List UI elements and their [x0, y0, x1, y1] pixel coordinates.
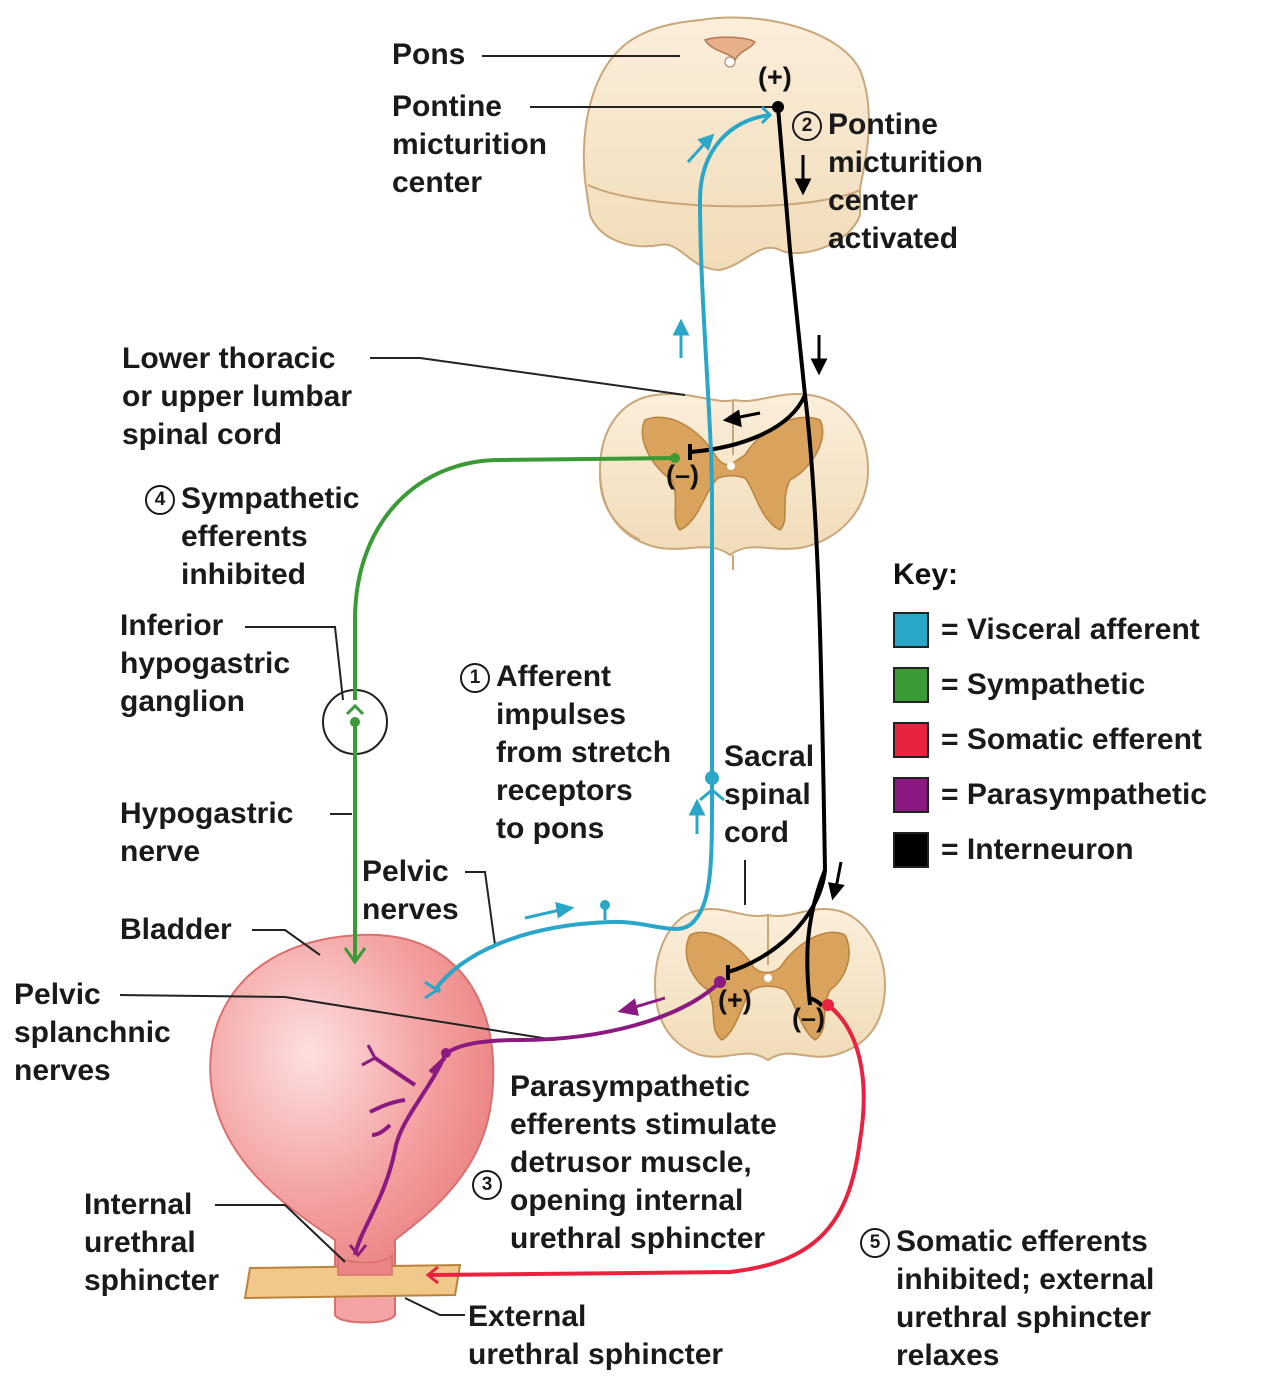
parasympathetic-pathway	[348, 980, 722, 1258]
step4-number: 4	[145, 485, 175, 515]
key-swatch-parasympathetic	[893, 777, 929, 813]
sacral-plus-sign: (+)	[718, 985, 752, 1015]
key-swatch-somatic-efferent	[893, 722, 929, 758]
key-label-visceral-afferent: = Visceral afferent	[941, 613, 1200, 646]
visceral-afferent-pathway	[424, 105, 773, 1000]
step3-label: Parasympathetic efferents stimulate detr…	[510, 1070, 777, 1255]
sacral-cord-section	[653, 908, 887, 1062]
lumbar-minus-sign: (–)	[666, 460, 699, 490]
key-label-sympathetic: = Sympathetic	[941, 668, 1146, 701]
sacral-minus-sign: (–)	[792, 1003, 825, 1033]
pons-label: Pons	[392, 38, 466, 71]
key-row-visceral-afferent: = Visceral afferent	[893, 612, 1200, 648]
step3-number-wrap: 3	[472, 1165, 508, 1203]
step5-number: 5	[860, 1228, 890, 1258]
sympathetic-pathway	[343, 456, 676, 965]
key-row-somatic-efferent: = Somatic efferent	[893, 722, 1202, 758]
somatic-efferent-pathway	[425, 1003, 866, 1285]
key-swatch-visceral-afferent	[893, 612, 929, 648]
pons-plus-sign: (+)	[758, 62, 792, 92]
key-label-interneuron: = Interneuron	[941, 833, 1134, 866]
afferent-arrows	[524, 133, 715, 920]
key-row-interneuron: = Interneuron	[893, 832, 1134, 868]
step2-number: 2	[792, 111, 822, 141]
key-swatch-sympathetic	[893, 667, 929, 703]
lumbar-cord-section	[598, 393, 870, 570]
key-row-sympathetic: = Sympathetic	[893, 667, 1145, 703]
interneuron-arrows	[722, 155, 845, 901]
key-label-somatic-efferent: = Somatic efferent	[941, 723, 1202, 756]
step1-number: 1	[460, 663, 490, 693]
key-label-parasympathetic: = Parasympathetic	[941, 778, 1207, 811]
step3-number: 3	[472, 1170, 502, 1200]
internal-sphincter-shape	[337, 1252, 393, 1276]
key-title: Key:	[893, 558, 959, 591]
pons-section	[582, 16, 870, 272]
key-swatch-interneuron	[893, 832, 929, 868]
bladder-organ	[209, 933, 495, 1324]
key-row-parasympathetic: = Parasympathetic	[893, 777, 1207, 813]
leader-lines	[119, 55, 778, 1316]
parasympathetic-arrows	[430, 996, 666, 1074]
bladder-label: Bladder	[120, 913, 232, 946]
